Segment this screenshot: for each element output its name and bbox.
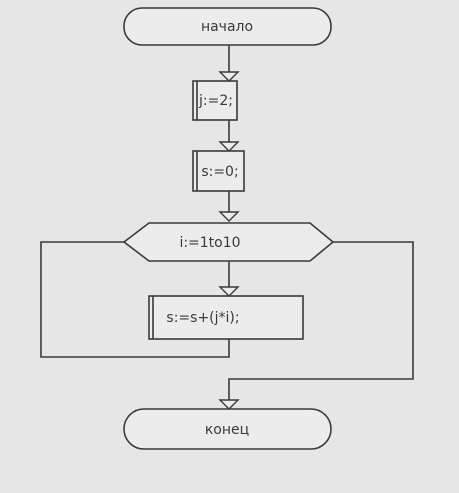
arrow-j-to-s [218, 141, 240, 152]
start-label: начало [201, 19, 253, 35]
process-body: s:=s+(j*i); [148, 295, 304, 340]
process-body-shape [148, 295, 304, 340]
end-terminator: конец [123, 408, 332, 450]
init-s-label: s:=0; [201, 164, 238, 180]
process-init-j: j:=2; [192, 80, 238, 121]
arrow-s-to-loop [218, 211, 240, 222]
arrow-start-to-j [218, 71, 240, 82]
process-init-s: s:=0; [192, 150, 245, 192]
process-init-j-shape [192, 80, 238, 121]
connector-loop-exit [228, 241, 414, 400]
arrow-loop-to-body [218, 286, 240, 297]
loop-label: i:=1to10 [179, 235, 240, 251]
init-j-label: j:=2; [198, 93, 233, 109]
arrow-exit-to-end [218, 399, 240, 410]
process-init-s-shape [192, 150, 245, 192]
end-terminator-shape [123, 408, 332, 450]
body-label: s:=s+(j*i); [166, 310, 239, 326]
start-terminator-shape [123, 7, 332, 46]
loop-hexagon: i:=1to10 [122, 222, 335, 262]
connector-loop-back [40, 241, 230, 358]
end-label: конец [205, 422, 249, 438]
start-terminator: начало [123, 7, 332, 46]
